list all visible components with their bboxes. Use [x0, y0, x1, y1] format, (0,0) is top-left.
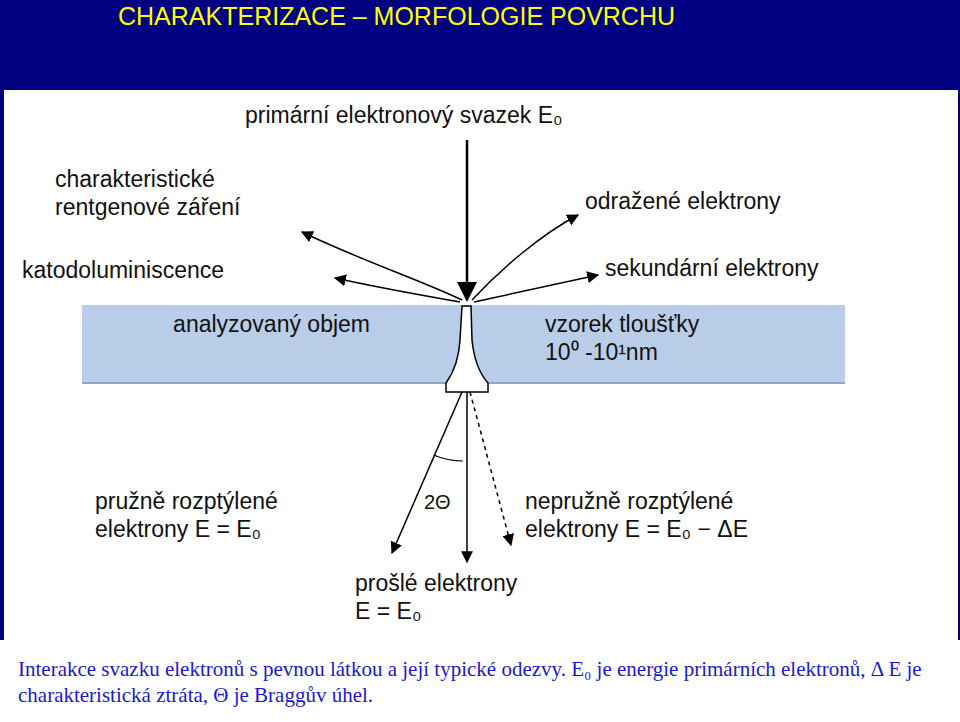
xray-arrow	[302, 232, 462, 300]
primary-beam	[466, 140, 469, 300]
frame-edge	[0, 90, 4, 640]
signal-label: sekundární elektrony	[605, 255, 819, 283]
slide-title: CHARAKTERIZACE – MORFOLOGIE POVRCHU	[118, 1, 675, 31]
inelastic-arrow	[470, 392, 511, 545]
secondary-arrow	[474, 275, 598, 302]
analyzed-volume	[446, 306, 488, 392]
signal-label: odražené elektrony	[585, 188, 781, 216]
frame-edge	[958, 90, 960, 640]
sample-band: analyzovaný objem vzorek tloušťky 10⁰ -10…	[82, 305, 845, 383]
caption: Interakce svazku elektronů s pevnou látk…	[18, 656, 948, 709]
signal-label: katodoluminiscence	[22, 257, 224, 285]
signal-label: charakteristické rentgenové záření	[55, 166, 295, 221]
signal-label: prošlé elektrony E = E₀	[355, 570, 535, 625]
transmitted-arrow	[466, 392, 468, 562]
signal-label: primární elektronový svazek E₀	[245, 102, 563, 130]
cathodoluminescence-arrow	[335, 278, 460, 302]
angle-arc	[434, 455, 464, 461]
band-text: vzorek tloušťky 10⁰ -10¹nm	[545, 311, 735, 366]
signal-label: 2Θ	[424, 490, 451, 514]
signal-label: pružně rozptýlené elektrony E = E₀	[95, 488, 305, 543]
elastic-arrow	[392, 392, 462, 553]
signal-label: nepružně rozptýlené elektrony E = E₀ − Δ…	[525, 488, 785, 543]
reflected-arrow	[472, 215, 578, 300]
band-text: analyzovaný objem	[170, 311, 370, 339]
